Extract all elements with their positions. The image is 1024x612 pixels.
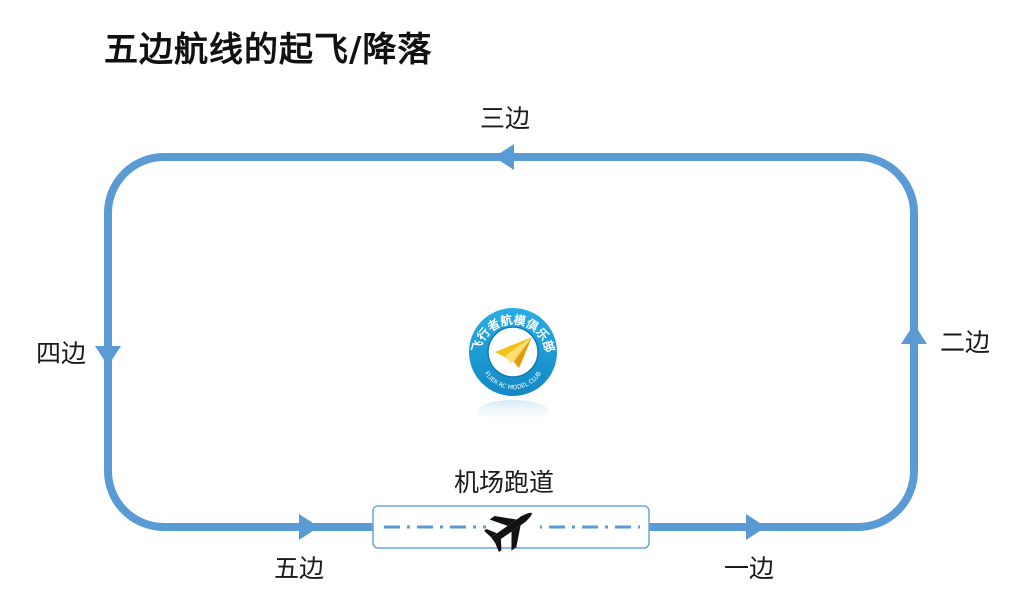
runway-label: 机场跑道 bbox=[454, 468, 555, 497]
paper-plane-icon bbox=[495, 337, 532, 368]
arrow-leg4-down bbox=[95, 346, 121, 366]
leg-label-final: 五边 bbox=[274, 554, 325, 583]
arrow-leg5-right bbox=[299, 514, 319, 540]
arrow-leg2-up bbox=[901, 324, 927, 344]
leg-label-crosswind: 二边 bbox=[940, 328, 991, 357]
leg-label-upwind: 一边 bbox=[724, 554, 775, 583]
arrow-leg3-left bbox=[494, 144, 514, 170]
club-logo: 飞行者航模俱乐部 FLIER RC MODEL CLUB bbox=[469, 308, 558, 424]
arrow-leg1-right bbox=[746, 514, 766, 540]
leg-label-crosswind-downwind: 三边 bbox=[480, 104, 531, 133]
page-title: 五边航线的起飞/降落 bbox=[104, 30, 433, 70]
leg-label-base-left: 四边 bbox=[36, 339, 87, 368]
logo-reflection bbox=[477, 400, 549, 424]
airplane-icon bbox=[484, 512, 532, 552]
